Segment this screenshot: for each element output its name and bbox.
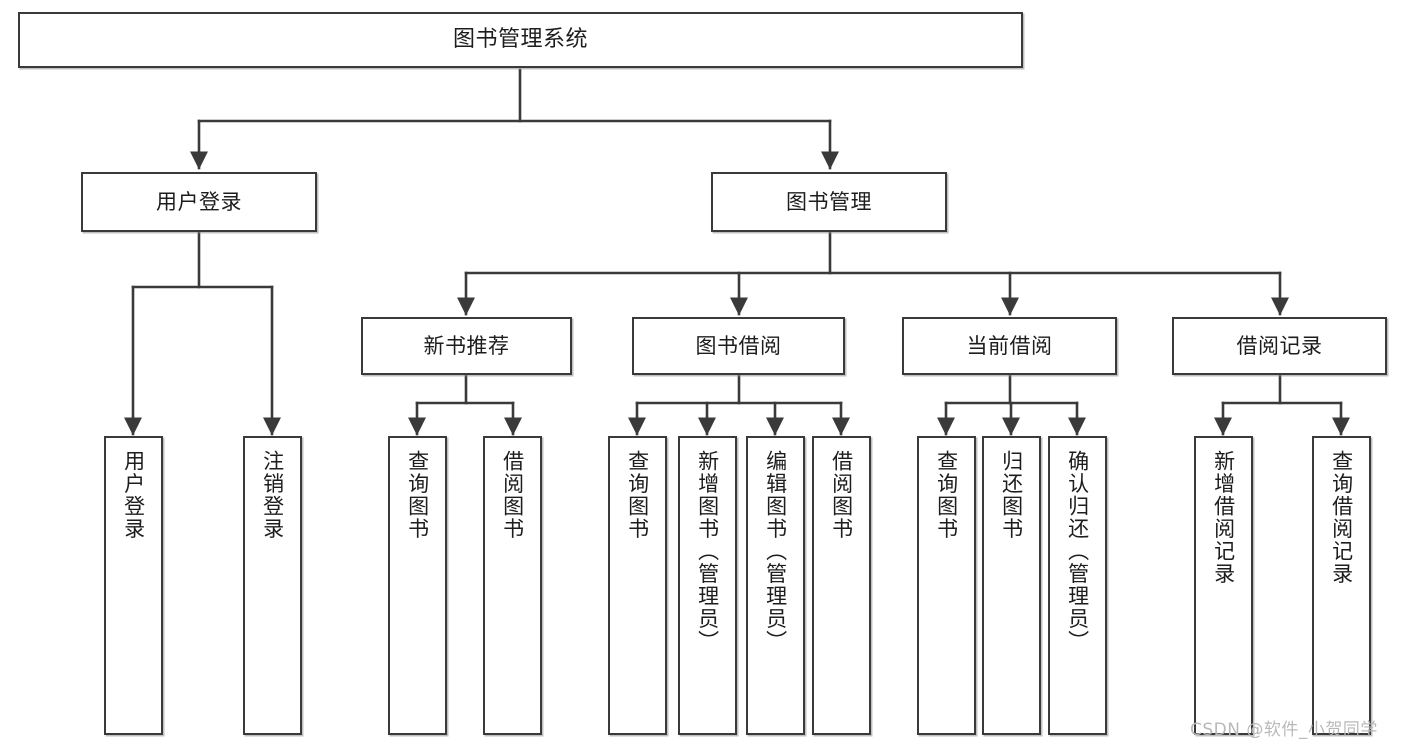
leaf-current-confirm-return-admin[interactable]: 确认归还（管理员）	[1048, 436, 1107, 735]
node-label: 编辑图书（管理员）	[763, 450, 788, 653]
node-new-book-recommend[interactable]: 新书推荐	[361, 317, 572, 375]
node-label: 图书管理系统	[452, 27, 588, 53]
node-label: 查询图书	[625, 450, 650, 540]
node-label: 当前借阅	[966, 333, 1053, 358]
leaf-recommend-borrow-book[interactable]: 借阅图书	[483, 436, 542, 735]
leaf-record-add-record[interactable]: 新增借阅记录	[1194, 436, 1253, 735]
leaf-borrow-add-book-admin[interactable]: 新增图书（管理员）	[678, 436, 737, 735]
node-label: 新增图书（管理员）	[695, 450, 720, 653]
node-label: 查询图书	[405, 450, 430, 540]
node-current-borrow[interactable]: 当前借阅	[902, 317, 1117, 375]
node-root-system[interactable]: 图书管理系统	[18, 12, 1023, 68]
leaf-user-login-logout[interactable]: 注销登录	[243, 436, 302, 735]
node-label: 新增借阅记录	[1211, 450, 1236, 585]
node-label: 归还图书	[999, 450, 1024, 540]
node-label: 查询图书	[934, 450, 959, 540]
leaf-recommend-query-book[interactable]: 查询图书	[388, 436, 447, 735]
node-label: 借阅图书	[500, 450, 525, 540]
node-label: 注销登录	[260, 450, 285, 540]
leaf-borrow-borrow-book[interactable]: 借阅图书	[812, 436, 871, 735]
csdn-watermark: CSDN @软件_小贺同学	[1190, 720, 1378, 740]
node-borrow-record[interactable]: 借阅记录	[1172, 317, 1387, 375]
node-label: 借阅图书	[829, 450, 854, 540]
node-book-borrow[interactable]: 图书借阅	[632, 317, 845, 375]
node-label: 图书借阅	[695, 333, 782, 358]
leaf-record-query-record[interactable]: 查询借阅记录	[1312, 436, 1371, 735]
node-label: 确认归还（管理员）	[1065, 450, 1090, 653]
node-label: 用户登录	[156, 189, 242, 214]
node-book-management[interactable]: 图书管理	[711, 172, 947, 232]
leaf-user-login-login[interactable]: 用户登录	[104, 436, 163, 735]
leaf-borrow-query-book[interactable]: 查询图书	[608, 436, 667, 735]
node-label: 借阅记录	[1236, 333, 1323, 358]
node-label: 新书推荐	[423, 333, 510, 358]
leaf-borrow-edit-book-admin[interactable]: 编辑图书（管理员）	[746, 436, 805, 735]
node-label: 图书管理	[786, 189, 872, 214]
leaf-current-return-book[interactable]: 归还图书	[982, 436, 1041, 735]
node-label: 查询借阅记录	[1329, 450, 1354, 585]
node-label: 用户登录	[121, 450, 146, 540]
leaf-current-query-book[interactable]: 查询图书	[917, 436, 976, 735]
node-user-login[interactable]: 用户登录	[81, 172, 317, 232]
